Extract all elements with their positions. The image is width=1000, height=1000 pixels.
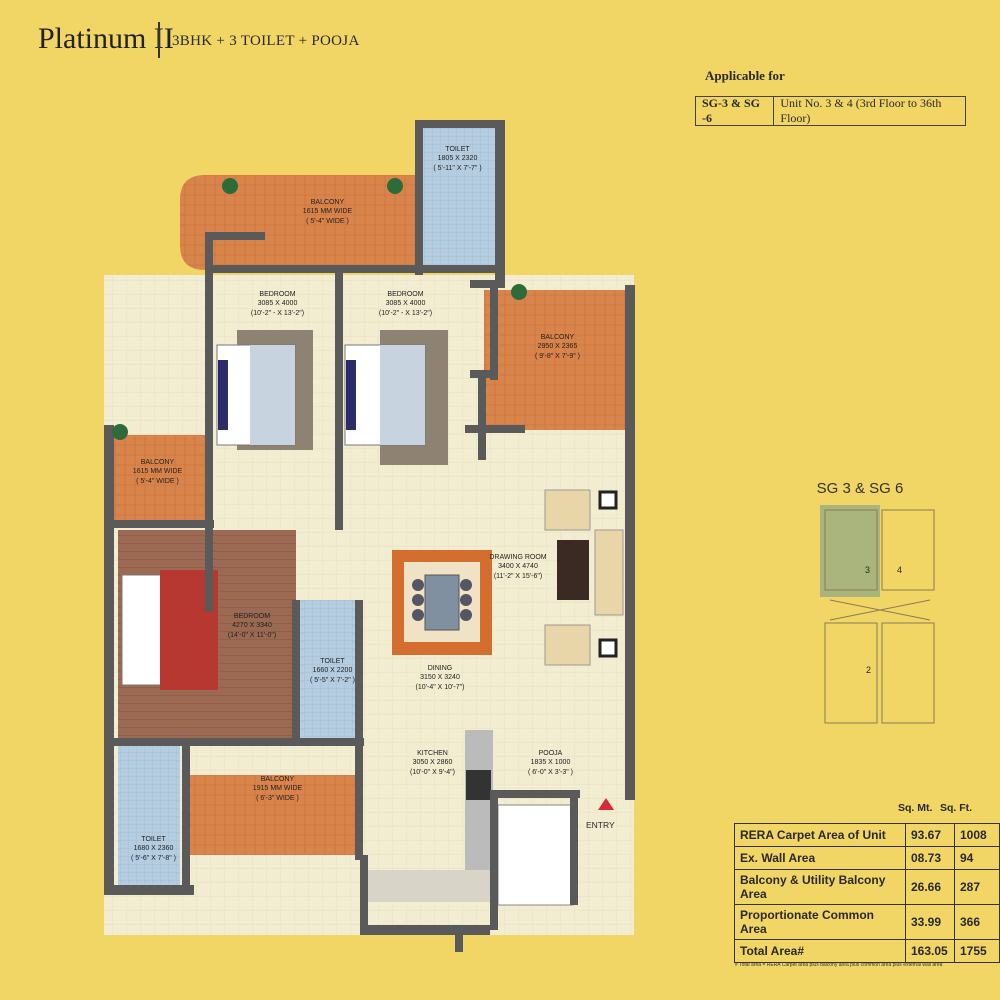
table-row: Proportionate Common Area 33.99 366 xyxy=(734,904,1000,940)
hob xyxy=(466,770,491,800)
sofa xyxy=(594,529,624,616)
table-row: Balcony & Utility Balcony Area 26.66 287 xyxy=(734,869,1000,905)
row-sqft: 1008 xyxy=(954,823,1000,847)
row-sqft: 366 xyxy=(954,904,1000,940)
row-sqmt: 26.66 xyxy=(905,869,955,905)
chair xyxy=(460,609,472,621)
balcony-bottom xyxy=(190,775,360,855)
bed-1-cover xyxy=(250,345,295,445)
planter xyxy=(387,178,403,194)
bed-2-headboard xyxy=(346,360,356,430)
dining-table xyxy=(424,574,460,631)
col-header-sqft: Sq. Ft. xyxy=(940,802,973,814)
chair xyxy=(412,579,424,591)
applicability-box: SG-3 & SG -6 Unit No. 3 & 4 (3rd Floor t… xyxy=(695,96,966,126)
row-label: Ex. Wall Area xyxy=(734,846,906,870)
chair xyxy=(412,594,424,606)
key-plan-highlight xyxy=(820,505,880,597)
coffee-table xyxy=(557,540,589,600)
row-label: Total Area# xyxy=(734,939,906,963)
row-sqmt: 93.67 xyxy=(905,823,955,847)
kitchen-counter xyxy=(465,730,493,890)
balcony-left xyxy=(108,435,205,525)
chair xyxy=(460,594,472,606)
key-plan-unit-3: 3 xyxy=(865,565,871,575)
bed-2-cover xyxy=(380,345,425,445)
key-plan xyxy=(820,505,935,724)
area-table: RERA Carpet Area of Unit 93.67 1008 Ex. … xyxy=(734,823,1000,963)
row-sqmt: 33.99 xyxy=(905,904,955,940)
row-label: Proportionate Common Area xyxy=(734,904,906,940)
planter xyxy=(511,284,527,300)
toilet-top-floor xyxy=(420,128,500,273)
side-table xyxy=(598,638,618,658)
title-divider xyxy=(158,22,160,58)
armchair xyxy=(544,624,591,666)
applicable-units: Unit No. 3 & 4 (3rd Floor to 36th Floor) xyxy=(780,96,942,125)
key-plan-unit-2: 2 xyxy=(866,665,872,675)
row-label: Balcony & Utility Balcony Area xyxy=(734,869,906,905)
row-sqft: 287 xyxy=(954,869,1000,905)
col-header-sqmt: Sq. Mt. xyxy=(898,802,933,814)
balcony-top xyxy=(180,175,415,270)
applicable-towers: SG-3 & SG -6 xyxy=(696,96,775,125)
pooja-unit xyxy=(497,804,574,906)
row-label: RERA Carpet Area of Unit xyxy=(734,823,906,847)
area-footnote: # Total area = RERA Carpet area plus bal… xyxy=(735,962,943,968)
armchair xyxy=(544,489,591,531)
planter xyxy=(112,424,128,440)
balcony-right xyxy=(484,290,629,430)
entry-arrow-icon xyxy=(598,798,614,810)
walls xyxy=(104,120,635,952)
entry-label: ENTRY xyxy=(586,820,615,830)
toilet-mid-floor xyxy=(298,600,360,740)
plan-title: Platinum II xyxy=(38,22,174,55)
bed-1-headboard xyxy=(218,360,228,430)
row-sqft: 1755 xyxy=(954,939,1000,963)
table-row: RERA Carpet Area of Unit 93.67 1008 xyxy=(734,823,1000,847)
row-sqmt: 08.73 xyxy=(905,846,955,870)
plan-subtitle: 3BHK + 3 TOILET + POOJA xyxy=(172,33,360,49)
chair xyxy=(460,579,472,591)
applicable-label: Applicable for xyxy=(705,68,785,83)
row-sqmt: 163.05 xyxy=(905,939,955,963)
chair xyxy=(412,609,424,621)
side-table xyxy=(598,490,618,510)
row-sqft: 94 xyxy=(954,846,1000,870)
kitchen-counter-bottom xyxy=(362,870,492,902)
table-row: Total Area# 163.05 1755 xyxy=(734,939,1000,963)
planter xyxy=(222,178,238,194)
table-row: Ex. Wall Area 08.73 94 xyxy=(734,846,1000,870)
key-plan-unit-4: 4 xyxy=(897,565,903,575)
toilet-bottom-floor xyxy=(118,745,180,885)
key-plan-title: SG 3 & SG 6 xyxy=(816,480,904,497)
